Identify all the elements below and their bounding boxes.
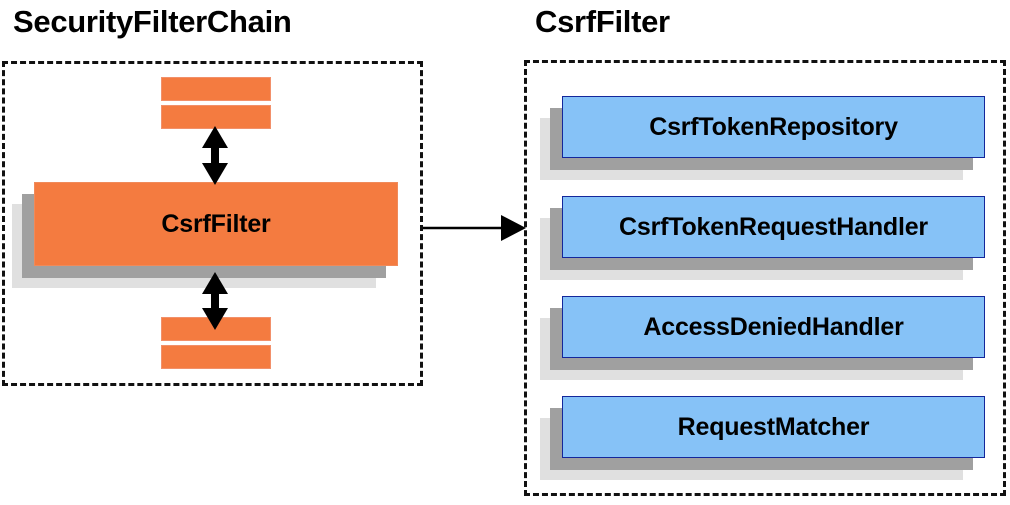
filter-bar-below-1 [161,317,271,341]
left-panel-title: SecurityFilterChain [13,4,292,39]
card-front-face: CsrfTokenRequestHandler [562,196,985,258]
component-box-csrf-token-repository[interactable]: CsrfTokenRepository [540,96,985,180]
card-front-face: CsrfFilter [34,182,398,266]
csrf-filter-label: CsrfFilter [161,209,271,238]
component-label: RequestMatcher [677,412,870,441]
component-box-access-denied-handler[interactable]: AccessDeniedHandler [540,296,985,380]
filter-bar-below-2 [161,345,271,369]
component-label: CsrfTokenRequestHandler [619,212,928,241]
component-label: AccessDeniedHandler [643,312,904,341]
expansion-arrow [423,215,526,241]
filter-bar-above-1 [161,77,271,101]
security-filter-chain-container [2,61,423,386]
component-box-request-matcher[interactable]: RequestMatcher [540,396,985,480]
card-front-face: AccessDeniedHandler [562,296,985,358]
component-label: CsrfTokenRepository [649,112,898,141]
right-panel-title: CsrfFilter [535,4,670,39]
filter-bar-above-2 [161,105,271,129]
card-front-face: CsrfTokenRepository [562,96,985,158]
csrf-filter-container [524,60,1006,496]
csrf-filter-highlight-box[interactable]: CsrfFilter [12,182,398,288]
card-front-face: RequestMatcher [562,396,985,458]
component-box-csrf-token-request-handler[interactable]: CsrfTokenRequestHandler [540,196,985,280]
